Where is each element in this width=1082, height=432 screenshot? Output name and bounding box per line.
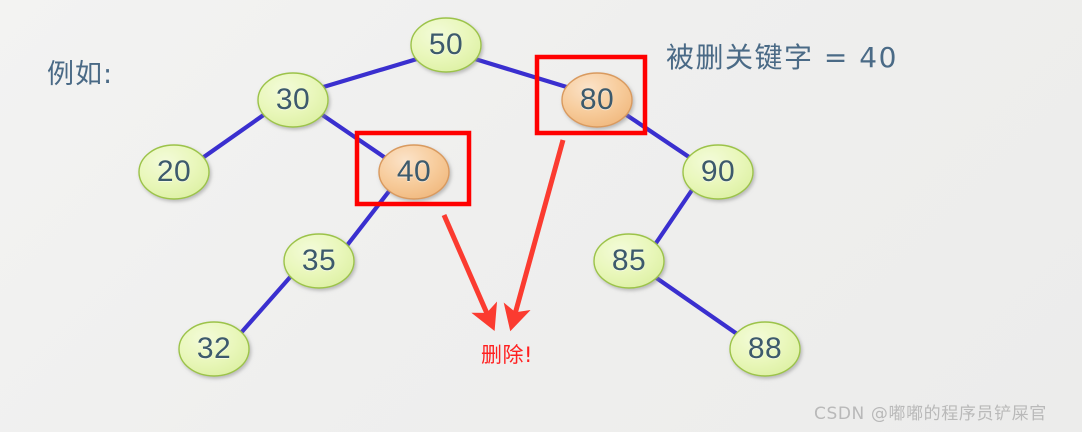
tree-edge [317, 56, 420, 91]
tree-edge [652, 274, 743, 339]
tree-node-88[interactable] [729, 321, 801, 377]
example-label: 例如: [47, 59, 114, 90]
delete-arrows [441, 139, 566, 332]
delete-action-label: 删除! [481, 343, 533, 367]
tree-edge [198, 111, 268, 162]
arrow-from-40 [441, 214, 498, 331]
deleted-key-label: 被删关键字 = 40 [666, 41, 898, 74]
tree-node-32[interactable] [178, 321, 250, 377]
tree-node-40[interactable] [378, 144, 450, 200]
tree-node-50[interactable] [410, 17, 482, 73]
tree-node-80[interactable] [561, 72, 633, 128]
tree-nodes [138, 17, 801, 377]
tree-node-35[interactable] [283, 233, 355, 289]
tree-edge [472, 56, 573, 91]
highlight-boxes [354, 54, 648, 207]
watermark-label: CSDN @嘟嘟的程序员铲屎官 [814, 404, 1047, 424]
tree-edge [342, 187, 393, 251]
arrow-from-80 [503, 139, 566, 332]
tree-node-90[interactable] [682, 144, 754, 200]
tree-edge [651, 187, 695, 249]
tree-node-85[interactable] [593, 233, 665, 289]
tree-edges [198, 56, 743, 339]
highlight-box-n40 [354, 130, 472, 207]
tree-edge [237, 272, 295, 337]
tree-node-20[interactable] [138, 144, 210, 200]
tree-node-30[interactable] [257, 72, 329, 128]
tree-edge [318, 111, 390, 162]
highlight-box-n80 [534, 54, 648, 136]
tree-edge [622, 111, 695, 162]
